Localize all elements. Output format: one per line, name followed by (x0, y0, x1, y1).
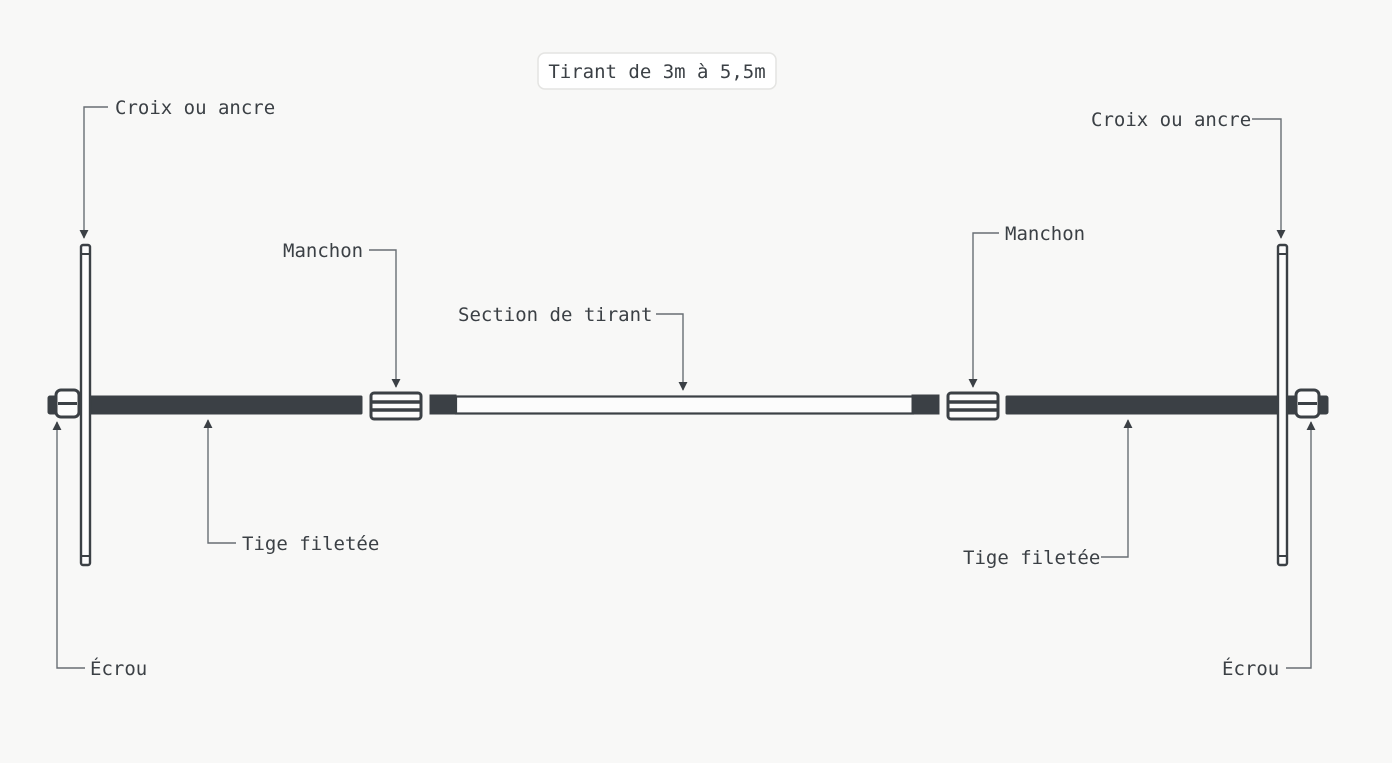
title-box (537, 52, 777, 90)
label-manchon-right: Manchon (1005, 223, 1085, 245)
coupler-body (946, 391, 1000, 421)
label-tige-right: Tige filetée (963, 547, 1100, 569)
anchor-plate-right (1276, 243, 1289, 567)
tie-rod-body (454, 395, 915, 415)
rod-thread-end-right (911, 394, 940, 415)
coupler-body (369, 391, 423, 421)
leader-line (1286, 421, 1316, 669)
threaded-rod-right (1005, 395, 1299, 415)
leader-ecrou-left (52, 421, 85, 669)
label-tige-left: Tige filetée (242, 533, 379, 555)
label-croix-left: Croix ou ancre (115, 97, 275, 119)
label-ecrou-left: Écrou (90, 657, 147, 680)
tie-rod-section (429, 394, 940, 415)
leader-manchon-left (369, 249, 401, 388)
leader-section (656, 313, 688, 391)
leader-line (203, 419, 236, 544)
leader-line (79, 106, 108, 239)
leader-line (656, 313, 688, 391)
anchor-plate-body (79, 243, 92, 567)
nut-left (54, 388, 81, 419)
leader-manchon-right (968, 232, 999, 388)
coupler-right (946, 391, 1000, 421)
leader-line (1252, 118, 1286, 239)
leader-croix-right (1252, 118, 1286, 239)
leader-line (52, 421, 85, 669)
rod-thread-end-left (429, 394, 457, 415)
leader-tige-right (1101, 419, 1133, 558)
leader-line (369, 249, 401, 388)
label-manchon-left: Manchon (283, 240, 363, 262)
leader-croix-left (79, 106, 108, 239)
label-ecrou-right: Écrou (1222, 657, 1279, 680)
label-croix-right: Croix ou ancre (1091, 109, 1251, 131)
coupler-left (369, 391, 423, 421)
leader-ecrou-right (1286, 421, 1316, 669)
leader-line (968, 232, 999, 388)
anchor-plate-left (79, 243, 92, 567)
anchor-plate-body (1276, 243, 1289, 567)
title-callout: Tirant de 3m à 5,5m (537, 52, 777, 90)
title-text: Tirant de 3m à 5,5m (548, 61, 765, 83)
leader-line (1101, 419, 1133, 558)
leader-tige-left (203, 419, 236, 544)
label-section: Section de tirant (458, 304, 652, 326)
threaded-rod-left (78, 395, 363, 415)
nut-right (1294, 388, 1321, 419)
